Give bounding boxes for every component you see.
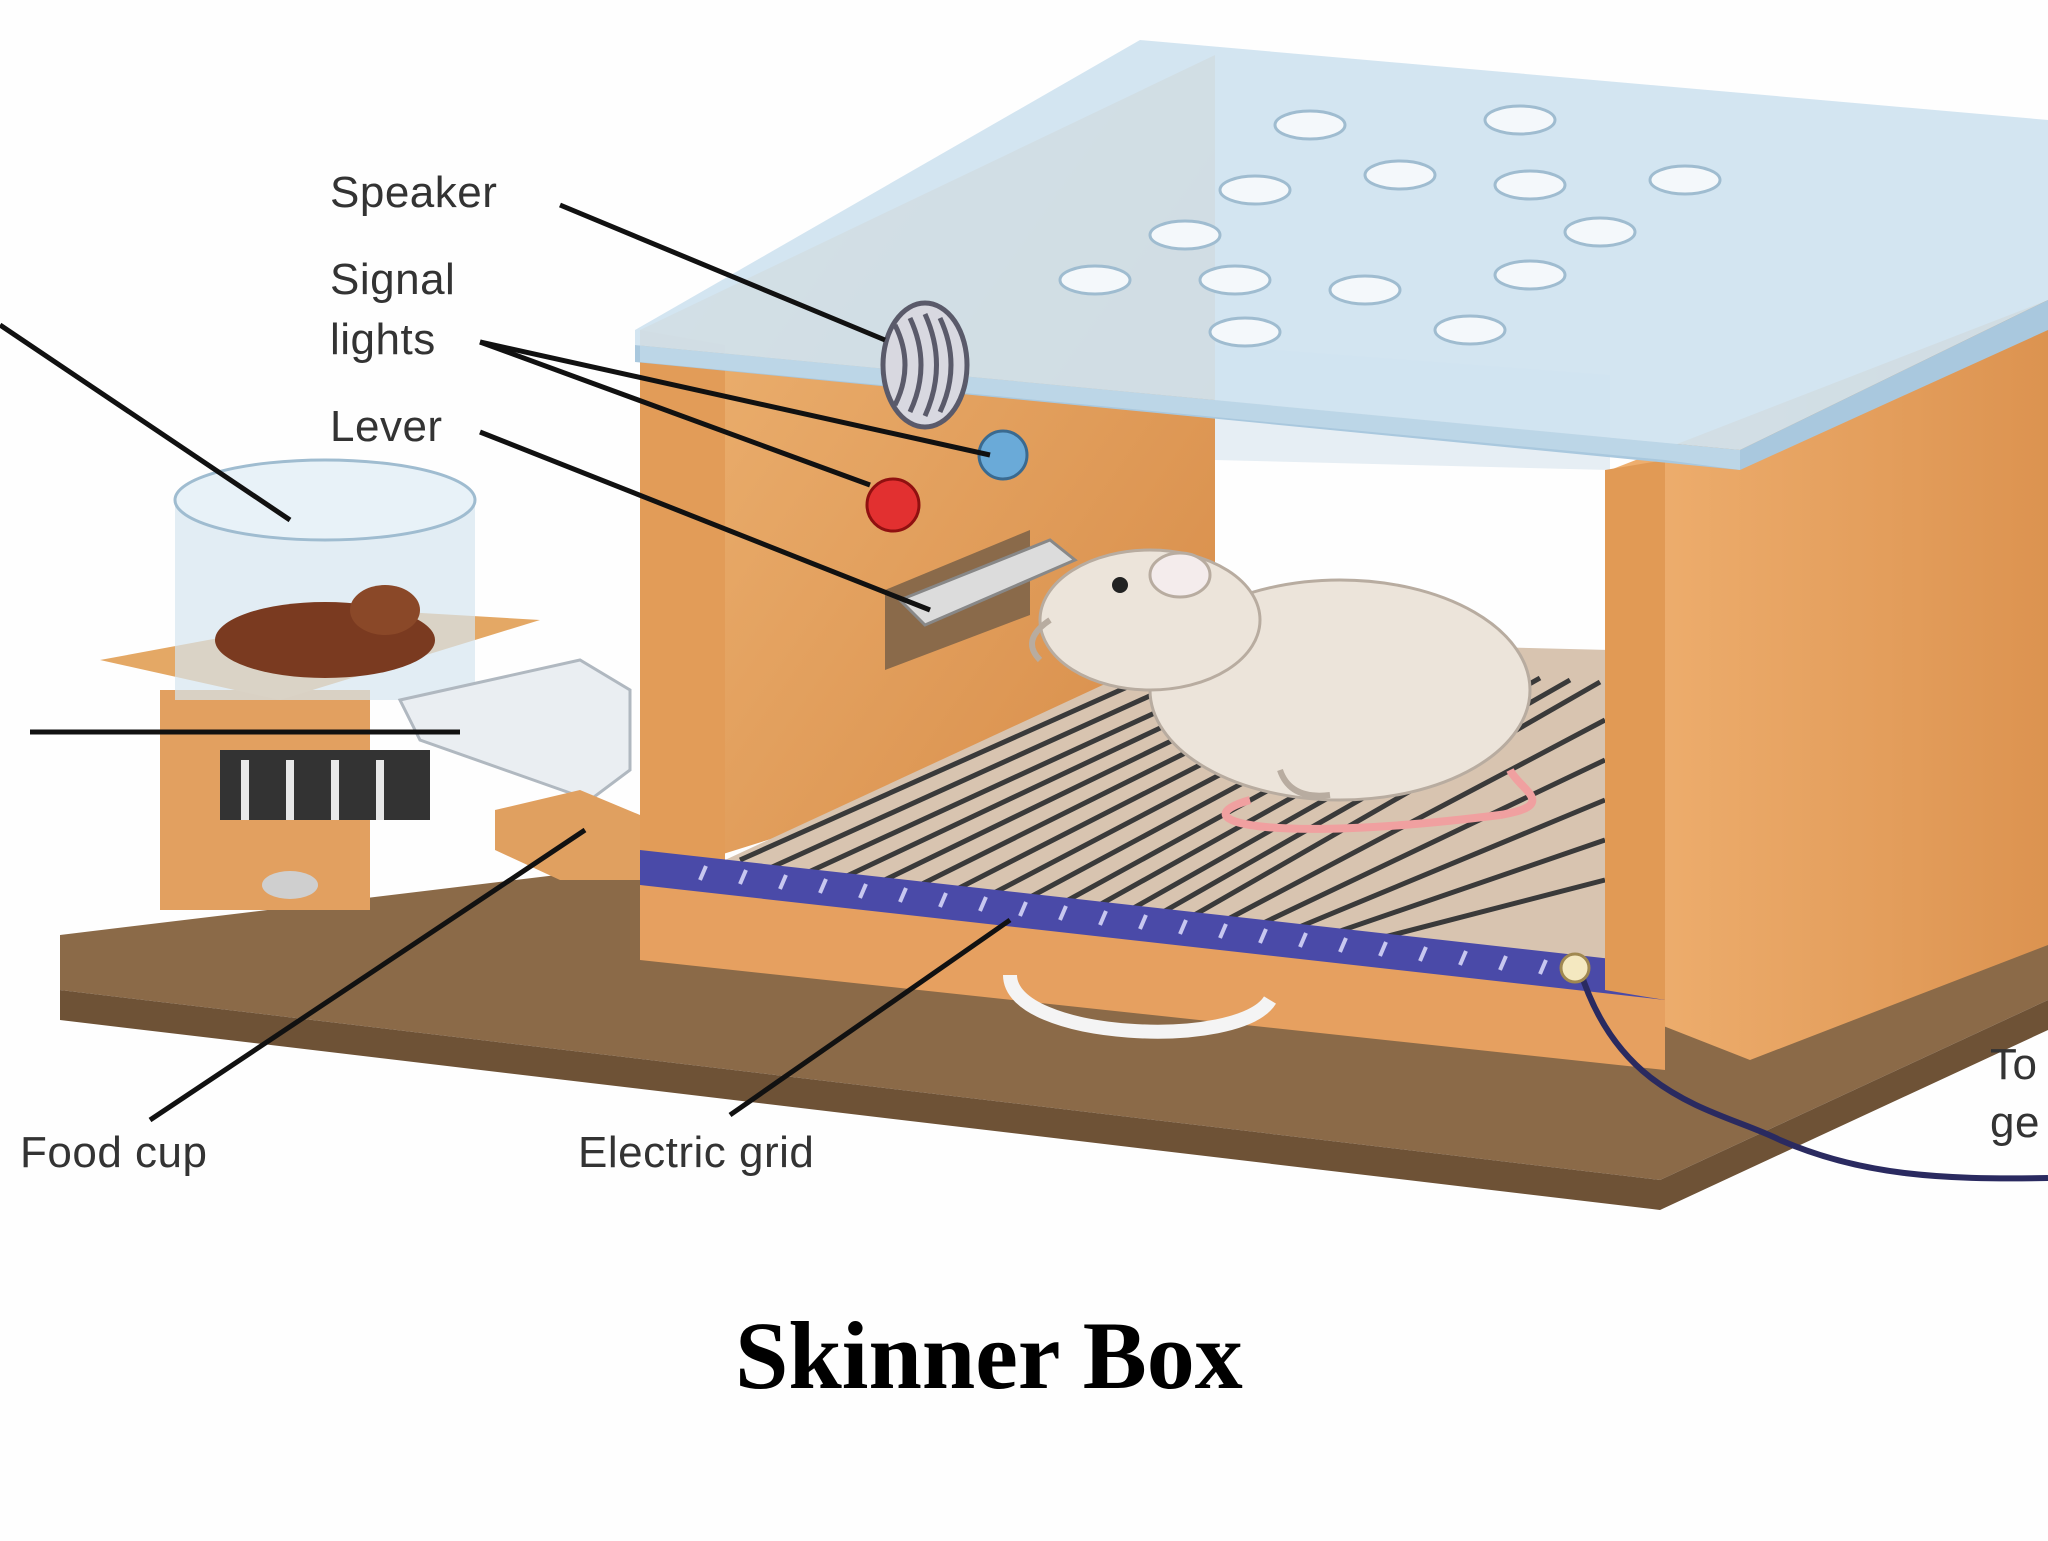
- food-dispenser: [100, 458, 540, 910]
- label-signal-lights-line1: Signal: [330, 255, 456, 304]
- rat: [1029, 548, 1537, 833]
- label-food-cup: Food cup: [20, 1128, 208, 1177]
- label-lever: Lever: [330, 402, 443, 451]
- speaker-grille: [880, 300, 970, 430]
- label-speaker: Speaker: [330, 168, 498, 217]
- box-right-post: [1605, 460, 1665, 1000]
- grid-connector-ticks: [698, 865, 1628, 984]
- label-to-shock-line1: To: [1990, 1040, 2038, 1089]
- wire-terminal: [1559, 952, 1591, 984]
- box-right-wall: [1610, 300, 2048, 1060]
- label-signal-lights-line2: lights: [330, 315, 436, 364]
- grid-connector-strip: [640, 850, 1665, 1000]
- food-cup: [495, 790, 640, 880]
- glass-lid: [635, 40, 2048, 450]
- drawer-handle: [1003, 973, 1276, 1039]
- box-left-wall-face: [640, 330, 725, 880]
- food-chute: [397, 658, 632, 802]
- box-front-drawer: [640, 880, 1665, 1070]
- shock-wire: [1577, 969, 2048, 1182]
- label-to-shock-line2: ge: [1990, 1098, 2040, 1147]
- signal-light-red: [865, 477, 921, 533]
- label-electric-grid: Electric grid: [578, 1128, 815, 1177]
- lever-bar: [897, 538, 1078, 627]
- caption-title: Skinner Box: [735, 1302, 1243, 1409]
- lid-air-holes: [1058, 104, 1722, 348]
- leader-lines: [0, 202, 1012, 1123]
